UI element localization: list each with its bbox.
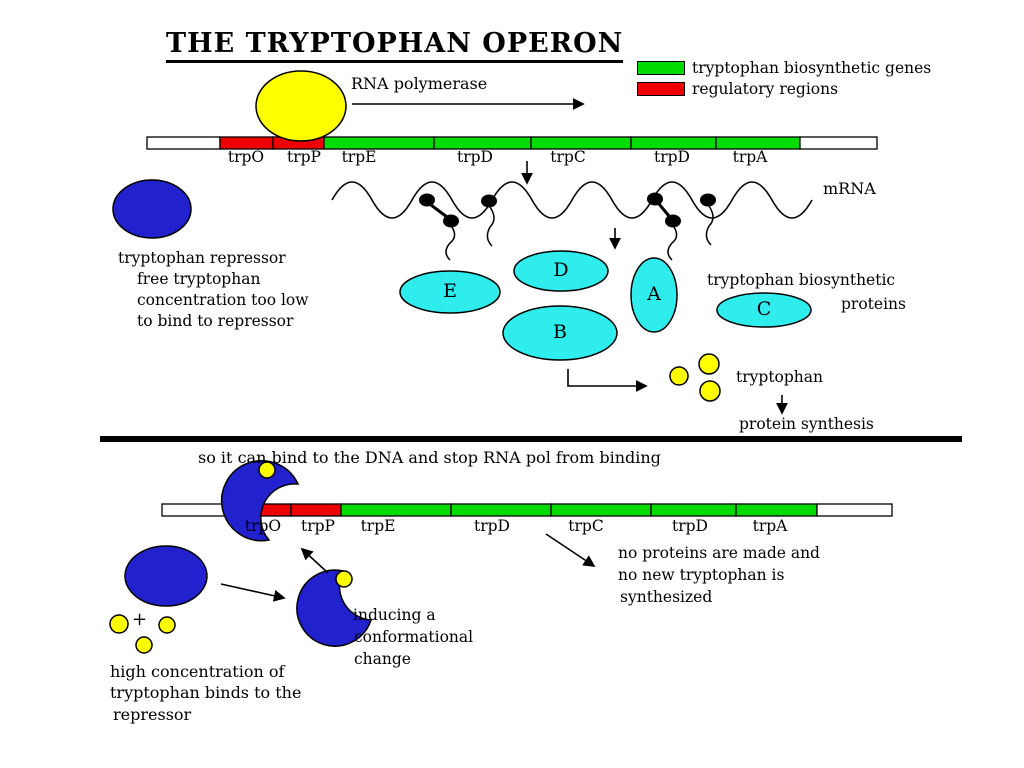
repressor-caption-line3: concentration too low — [137, 291, 309, 309]
dna-label-trpA-bottom: trpA — [752, 517, 788, 535]
legend-swatch-regulatory — [637, 82, 685, 96]
tryptophan-label: tryptophan — [736, 368, 824, 386]
bound-tryptophan-dot — [258, 461, 276, 479]
legend-label-genes: tryptophan biosynthetic genes — [692, 59, 932, 77]
inducing-line2: conformational — [354, 628, 474, 646]
mrna-label: mRNA — [823, 179, 876, 198]
dna-label-trpA: trpA — [732, 148, 768, 166]
dna-segment-trpD2 — [650, 503, 737, 517]
protein-A-shape — [630, 257, 678, 333]
plus-sign: + — [132, 609, 148, 630]
dna-label-trpD2: trpD — [654, 148, 690, 166]
dna-label-trpO-bottom: trpO — [244, 517, 282, 535]
bottom-section-heading: so it can bind to the DNA and stop RNA p… — [198, 448, 661, 467]
protein-D-label: D — [553, 259, 569, 282]
proteins-to-tryptophan-arrow — [567, 369, 648, 392]
bottom-dna-bar — [161, 503, 893, 517]
protein-B-label: B — [553, 321, 567, 344]
dna-segment-trpA — [735, 503, 818, 517]
tryptophan-repressor-shape — [112, 179, 192, 239]
protein-D-shape — [513, 250, 609, 292]
top-dna-bar — [146, 136, 878, 150]
proteins-caption-line1: tryptophan biosynthetic — [707, 271, 896, 289]
mrna-wavy-line — [331, 181, 813, 219]
ribosomes — [419, 192, 716, 228]
dna-segment-trpP — [290, 503, 342, 517]
conformationally-changed-repressor — [296, 569, 373, 647]
legend-swatch-genes — [637, 61, 685, 75]
repressor-caption-line4: to bind to repressor — [137, 312, 294, 330]
dna-label-trpD2-bottom: trpD — [672, 517, 708, 535]
dna-segment-blank — [799, 136, 878, 150]
page-title: THE TRYPTOPHAN OPERON — [166, 28, 624, 64]
nascent-peptide-tails — [445, 205, 714, 261]
no-proteins-arrow — [545, 533, 596, 567]
rna-polymerase-label: RNA polymerase — [351, 74, 488, 93]
no-proteins-line2: no new tryptophan is — [618, 566, 785, 584]
dna-label-trpC: trpC — [550, 148, 586, 166]
dna-label-trpC-bottom: trpC — [568, 517, 604, 535]
no-proteins-line3: synthesized — [620, 588, 713, 606]
tryptophan-molecules — [669, 353, 721, 402]
dna-label-trpD: trpD — [457, 148, 493, 166]
high-concentration-line3: repressor — [113, 705, 192, 724]
rna-polymerase-shape — [255, 70, 347, 142]
protein-A-label: A — [647, 283, 661, 306]
protein-B-shape — [502, 305, 618, 361]
dna-label-trpE-bottom: trpE — [360, 517, 396, 535]
repressor-shape-bottom — [124, 545, 208, 607]
activated-repressor-bound-to-dna — [220, 459, 300, 542]
inducing-line1: inducing a — [353, 606, 436, 624]
protein-C-shape — [716, 292, 812, 328]
dna-label-trpP-bottom: trpP — [301, 517, 335, 535]
dna-label-trpD-bottom: trpD — [474, 517, 510, 535]
dna-label-trpE: trpE — [341, 148, 377, 166]
free-tryptophan-dots — [109, 614, 176, 654]
dna-label-trpO: trpO — [227, 148, 265, 166]
dna-segment-trpC — [550, 503, 652, 517]
legend-label-regulatory: regulatory regions — [692, 80, 839, 98]
protein-E-shape — [399, 270, 501, 314]
dna-segment-blank — [816, 503, 893, 517]
dna-segment-blank — [146, 136, 221, 150]
section-divider — [100, 436, 962, 442]
biosynthetic-protein-shapes — [399, 250, 812, 361]
high-concentration-line1: high concentration of — [110, 662, 285, 681]
protein-C-label: C — [756, 298, 772, 321]
high-concentration-line2: tryptophan binds to the — [110, 683, 302, 702]
protein-E-label: E — [443, 280, 457, 303]
repressor-caption-line1: tryptophan repressor — [118, 249, 286, 267]
repressor-binding-arrow — [220, 583, 286, 602]
dna-segment-trpD — [450, 503, 552, 517]
repressor-caption-line2: free tryptophan — [137, 270, 261, 288]
inducing-line3: change — [354, 650, 411, 668]
dna-segment-trpE — [323, 136, 435, 150]
protein-synthesis-label: protein synthesis — [739, 415, 874, 433]
proteins-caption-line2: proteins — [841, 295, 906, 313]
dna-label-trpP: trpP — [287, 148, 321, 166]
dna-segment-trpE — [340, 503, 452, 517]
no-proteins-line1: no proteins are made and — [618, 544, 820, 562]
bound-tryptophan-dot — [335, 570, 353, 588]
repressor-to-dna-arrow — [300, 547, 329, 574]
